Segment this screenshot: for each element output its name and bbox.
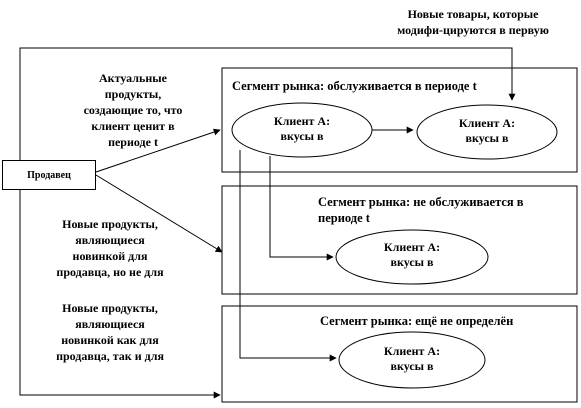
segment-undefined-line-1: Сегмент рынка: ещё не определён [320, 314, 514, 328]
actual-line-1: Актуальные [99, 71, 167, 85]
note-top-line-1: Новые товары, которые [407, 7, 539, 21]
client-text-1: Клиент А: вкусы в [252, 114, 352, 144]
client-ellipse-4 [338, 331, 486, 389]
new-seller-line-1: Новые продукты, [62, 217, 158, 231]
actual-line-2: продукты, [104, 87, 162, 101]
segment-not-served-line-2: периоде t [318, 211, 370, 225]
label-new-for-both: Новые продукты, являющиеся новинкой как … [28, 300, 192, 364]
segment-box-undefined [221, 305, 578, 403]
new-seller-line-4: продавца, но не для [56, 265, 164, 279]
segment-served-line-1: Сегмент рынка: обслуживается в периоде t [232, 79, 477, 93]
segment-not-served-line-1: Сегмент рынка: не обслуживается в [318, 195, 524, 209]
client-1-line-1: Клиент А: [273, 114, 331, 128]
new-both-line-2: являющиеся [75, 317, 145, 331]
new-both-line-4: продавца, так и для [56, 349, 164, 363]
new-seller-line-3: новинкой для [72, 249, 148, 263]
arrow-client1-client4 [239, 150, 337, 362]
outer-loop-line [19, 47, 516, 160]
client-3-line-2: вкусы в [390, 255, 434, 269]
segment-box-not-served [221, 185, 578, 295]
client-4-line-2: вкусы в [390, 359, 434, 373]
actual-line-5: периоде t [108, 135, 158, 149]
client-4-line-1: Клиент А: [383, 344, 441, 358]
seller-label: Продавец [27, 169, 71, 181]
label-new-for-seller: Новые продукты, являющиеся новинкой для … [30, 216, 190, 280]
client-2-line-2: вкусы в [465, 131, 509, 145]
client-ellipse-2 [416, 104, 558, 160]
new-both-line-3: новинкой как для [61, 333, 159, 347]
segment-title-undefined: Сегмент рынка: ещё не определён [320, 313, 513, 329]
note-top-line-2: модифи-цируются в первую [397, 23, 549, 37]
client-text-4: Клиент А: вкусы в [362, 344, 462, 374]
client-text-3: Клиент А: вкусы в [362, 240, 462, 270]
segment-title-served: Сегмент рынка: обслуживается в периоде t [232, 78, 477, 94]
arrow-to-served [95, 128, 221, 173]
client-2-line-1: Клиент А: [458, 116, 516, 130]
client-ellipse-3 [335, 229, 489, 285]
arrow-to-not-served [95, 174, 223, 253]
segment-box-served [221, 67, 578, 173]
client-1-line-2: вкусы в [280, 129, 324, 143]
client-text-2: Клиент А: вкусы в [437, 116, 537, 146]
segment-title-not-served: Сегмент рынка: не обслуживается в период… [318, 194, 524, 226]
arrow-client1-client3 [269, 156, 334, 261]
new-both-line-1: Новые продукты, [62, 301, 158, 315]
seller-box: Продавец [2, 160, 96, 190]
client-3-line-1: Клиент А: [383, 240, 441, 254]
actual-line-4: клиент ценит в [91, 119, 175, 133]
new-seller-line-2: являющиеся [75, 233, 145, 247]
actual-line-3: создающие то, что [83, 103, 183, 117]
label-actual-products: Актуальные продукты, создающие то, что к… [62, 70, 204, 162]
seller-bottom-arrow [19, 190, 221, 399]
note-top: Новые товары, которые модифи-цируются в … [368, 6, 578, 38]
